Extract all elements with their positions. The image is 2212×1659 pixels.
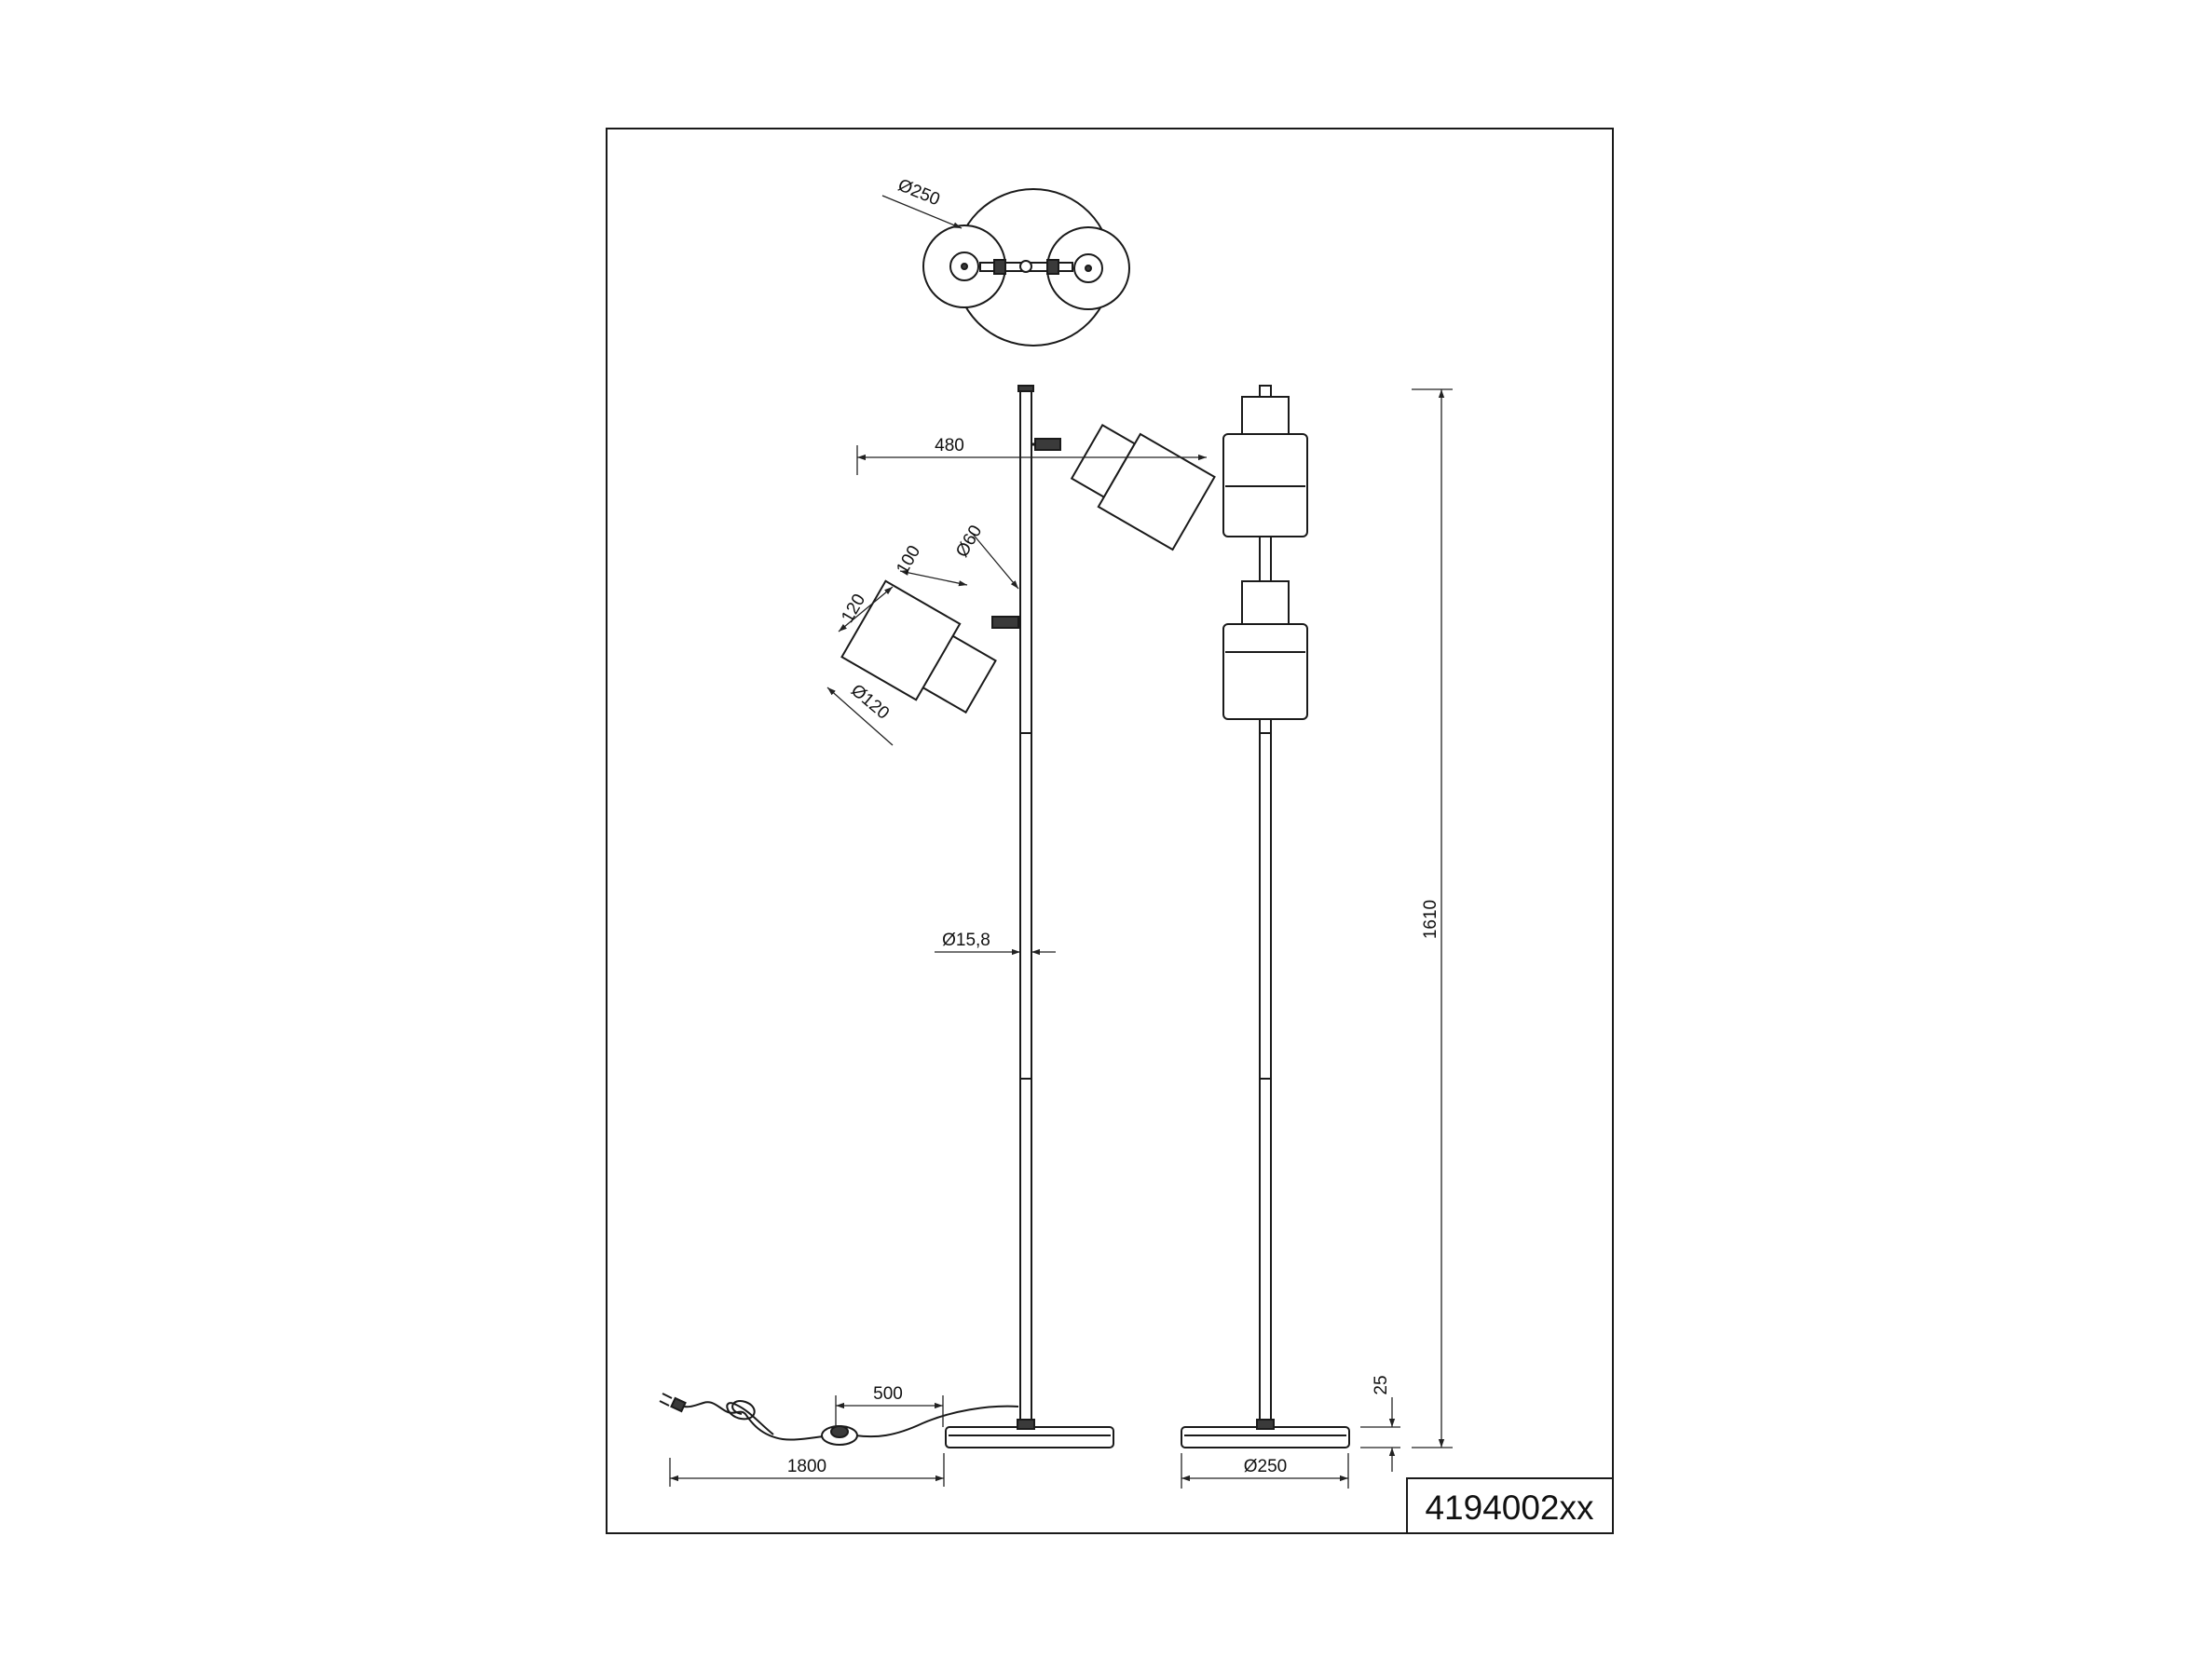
side-view-foot-switch-button — [830, 1425, 849, 1438]
front-view-pole-cap — [1259, 385, 1272, 398]
side-view-upper-bracket — [1034, 438, 1061, 451]
front-view-base — [1181, 1426, 1350, 1448]
side-view-front-diameter-leader — [826, 687, 894, 746]
side-view-upper-shade — [1070, 424, 1216, 551]
side-view-plug — [659, 1393, 687, 1413]
product-code-frame — [1406, 1477, 1614, 1534]
top-view-left-shade-center — [961, 263, 968, 270]
top-view-joint-left — [993, 259, 1006, 275]
front-view-lower-shade-front — [1222, 623, 1308, 720]
side-view-front-length-line — [838, 586, 894, 632]
top-view: Ø250 — [881, 175, 1130, 347]
side-view-plug-pin-2 — [659, 1400, 670, 1407]
front-view-upper-shade-rear — [1241, 396, 1290, 435]
front-view-lower-shade-rear — [1241, 580, 1290, 625]
side-view-plug-pin-1 — [662, 1393, 673, 1399]
side-view-cable-length-label: 1800 — [787, 1457, 826, 1476]
side-view-rear-diameter-leader — [971, 532, 1019, 590]
top-view-diameter-leader — [881, 195, 963, 229]
side-view: 480 Ø60 100 120 Ø120 Ø15,8 500 — [659, 385, 1216, 1487]
side-view-front-diameter-label: Ø120 — [847, 681, 893, 724]
front-view-base-diameter-label: Ø250 — [1244, 1457, 1287, 1476]
side-view-cable-coil — [726, 1400, 774, 1435]
product-code-box: 4194002xx — [1406, 1477, 1614, 1534]
side-view-rear-diameter-label: Ø60 — [952, 522, 986, 561]
front-view-base-collar — [1256, 1419, 1275, 1430]
front-view: 1610 25 Ø250 — [1181, 385, 1453, 1489]
top-view-diameter-label: Ø250 — [895, 175, 943, 210]
front-view-base-height-label: 25 — [1372, 1375, 1391, 1394]
side-view-base — [945, 1426, 1114, 1448]
side-view-plug-body — [670, 1396, 687, 1413]
top-view-right-shade-center — [1085, 265, 1092, 272]
side-view-lower-bracket — [991, 616, 1019, 629]
top-view-pole — [1019, 260, 1032, 273]
side-view-switch-distance-label: 500 — [873, 1384, 903, 1404]
side-view-rear-length-line — [899, 569, 968, 587]
side-view-rear-length-label: 100 — [893, 542, 924, 578]
front-view-height-label: 1610 — [1421, 900, 1441, 939]
drawing-frame — [606, 128, 1614, 1534]
product-code: 4194002xx — [1425, 1489, 1594, 1527]
side-view-reach-label: 480 — [935, 436, 964, 456]
side-view-pole — [1019, 388, 1032, 1432]
side-view-base-collar — [1017, 1419, 1035, 1430]
side-view-pole-diameter-label: Ø15,8 — [942, 931, 990, 950]
side-view-pole-cap — [1017, 385, 1034, 392]
side-view-cable — [677, 1401, 1019, 1441]
top-view-joint-right — [1046, 259, 1059, 275]
